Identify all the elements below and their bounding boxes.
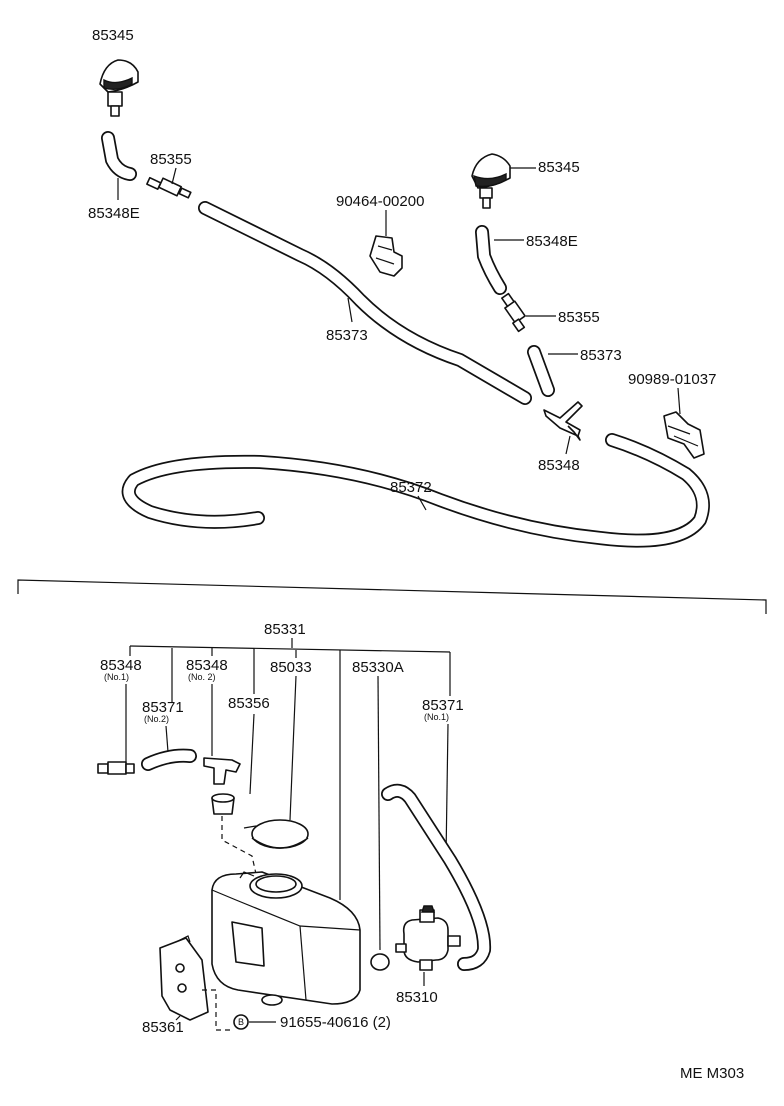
washer-tank	[211, 871, 361, 1006]
leader-85033	[289, 675, 297, 821]
label-85348-no1: 85348	[100, 657, 142, 674]
check-valve-right	[501, 292, 526, 333]
label-85356: 85356	[228, 695, 270, 712]
hose-85373-short	[527, 345, 555, 397]
grommet-85356	[211, 793, 235, 815]
joint-85348-no1	[97, 761, 135, 775]
leader-90989	[677, 387, 681, 415]
label-91655: 91655-40616 (2)	[280, 1014, 391, 1031]
label-85348-no2: 85348	[186, 657, 228, 674]
washer-pump	[370, 905, 461, 971]
clip-90989	[663, 411, 705, 459]
bolt-mark-circle	[233, 1014, 249, 1030]
hose-85372-loop	[121, 433, 710, 548]
section-divider	[17, 579, 767, 614]
check-valve-left	[146, 176, 192, 199]
hose-85371-no1	[381, 783, 492, 971]
label-85348-no1-sub: (No.1)	[104, 672, 129, 682]
label-85331: 85331	[264, 621, 306, 638]
bracket-85361	[159, 935, 209, 1021]
label-85345-right: 85345	[538, 159, 580, 176]
label-85372: 85372	[390, 479, 432, 496]
diagram-code: ME M303	[680, 1065, 744, 1082]
leader-85361	[175, 1015, 181, 1021]
label-90464: 90464-00200	[336, 193, 424, 210]
label-85348e-top: 85348E	[88, 205, 140, 222]
label-85345-top: 85345	[92, 27, 134, 44]
label-90989: 90989-01037	[628, 371, 716, 388]
label-85355-right: 85355	[558, 309, 600, 326]
label-85033: 85033	[270, 659, 312, 676]
hose-85371-no2	[141, 748, 197, 771]
leader-85371-no1	[445, 723, 449, 859]
dashed-fit-line	[221, 816, 257, 875]
label-bolt-mark: B	[238, 1017, 244, 1027]
elbow-hose-right	[475, 225, 507, 295]
leader-85373-mid	[347, 297, 353, 323]
leader-85372	[417, 495, 427, 511]
label-85371-no1: 85371	[422, 697, 464, 714]
assembly-bracket	[129, 645, 451, 653]
label-85310: 85310	[396, 989, 438, 1006]
label-85348-no2-sub: (No. 2)	[188, 672, 216, 682]
leader-85371-no2	[165, 725, 169, 753]
label-85348e-right: 85348E	[526, 233, 578, 250]
label-85373-right: 85373	[580, 347, 622, 364]
label-85371-no1-sub: (No.1)	[424, 712, 449, 722]
leader-85348-mid	[565, 435, 571, 455]
label-85361: 85361	[142, 1019, 184, 1036]
label-85371-no2-sub: (No.2)	[144, 714, 169, 724]
dashed-bolt-line	[202, 989, 234, 1031]
label-85373-mid: 85373	[326, 327, 368, 344]
elbow-hose-left	[101, 131, 137, 181]
t-joint-85348-no2	[203, 757, 241, 785]
leader-85330a	[377, 675, 381, 951]
washer-nozzle-left	[99, 59, 139, 117]
label-85330a: 85330A	[352, 659, 404, 676]
hose-85373-long	[198, 201, 532, 405]
label-85355-top: 85355	[150, 151, 192, 168]
cap-85033	[243, 819, 309, 849]
clip-90464	[369, 235, 403, 277]
t-joint-85348	[543, 401, 583, 441]
leader-85355-top	[171, 167, 177, 185]
label-85371-no2: 85371	[142, 699, 184, 716]
washer-nozzle-right	[471, 153, 511, 209]
label-85348-mid: 85348	[538, 457, 580, 474]
leader-85356	[249, 713, 255, 795]
